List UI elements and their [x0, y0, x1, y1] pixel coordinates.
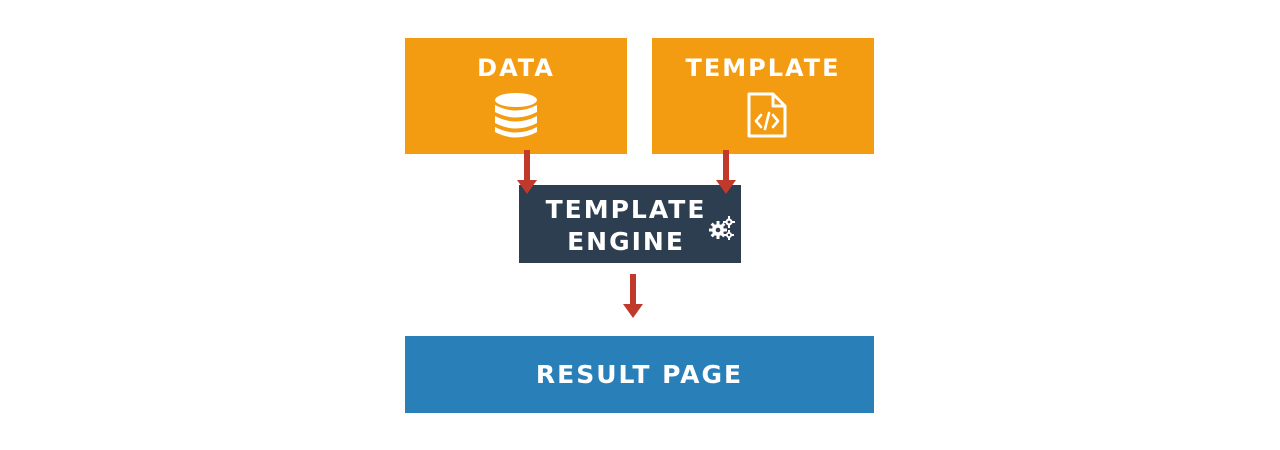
- template-engine-box: TEMPLATE ENGINE: [519, 185, 741, 263]
- arrow-engine-to-result: [623, 274, 643, 318]
- engine-label-line2: ENGINE: [567, 227, 685, 256]
- template-box: TEMPLATE: [652, 38, 874, 154]
- data-box: DATA: [405, 38, 627, 154]
- database-icon: [495, 93, 537, 138]
- engine-label-line1: TEMPLATE: [545, 195, 707, 224]
- gears-icon: [709, 216, 735, 240]
- code-file-icon: [747, 92, 787, 138]
- result-page-box: RESULT PAGE: [405, 336, 874, 413]
- arrow-data-to-engine: [517, 150, 537, 194]
- engine-label: TEMPLATE ENGINE: [519, 194, 733, 258]
- arrow-template-to-engine: [716, 150, 736, 194]
- result-label: RESULT PAGE: [535, 360, 744, 389]
- template-label: TEMPLATE: [685, 54, 841, 82]
- data-label: DATA: [477, 54, 555, 82]
